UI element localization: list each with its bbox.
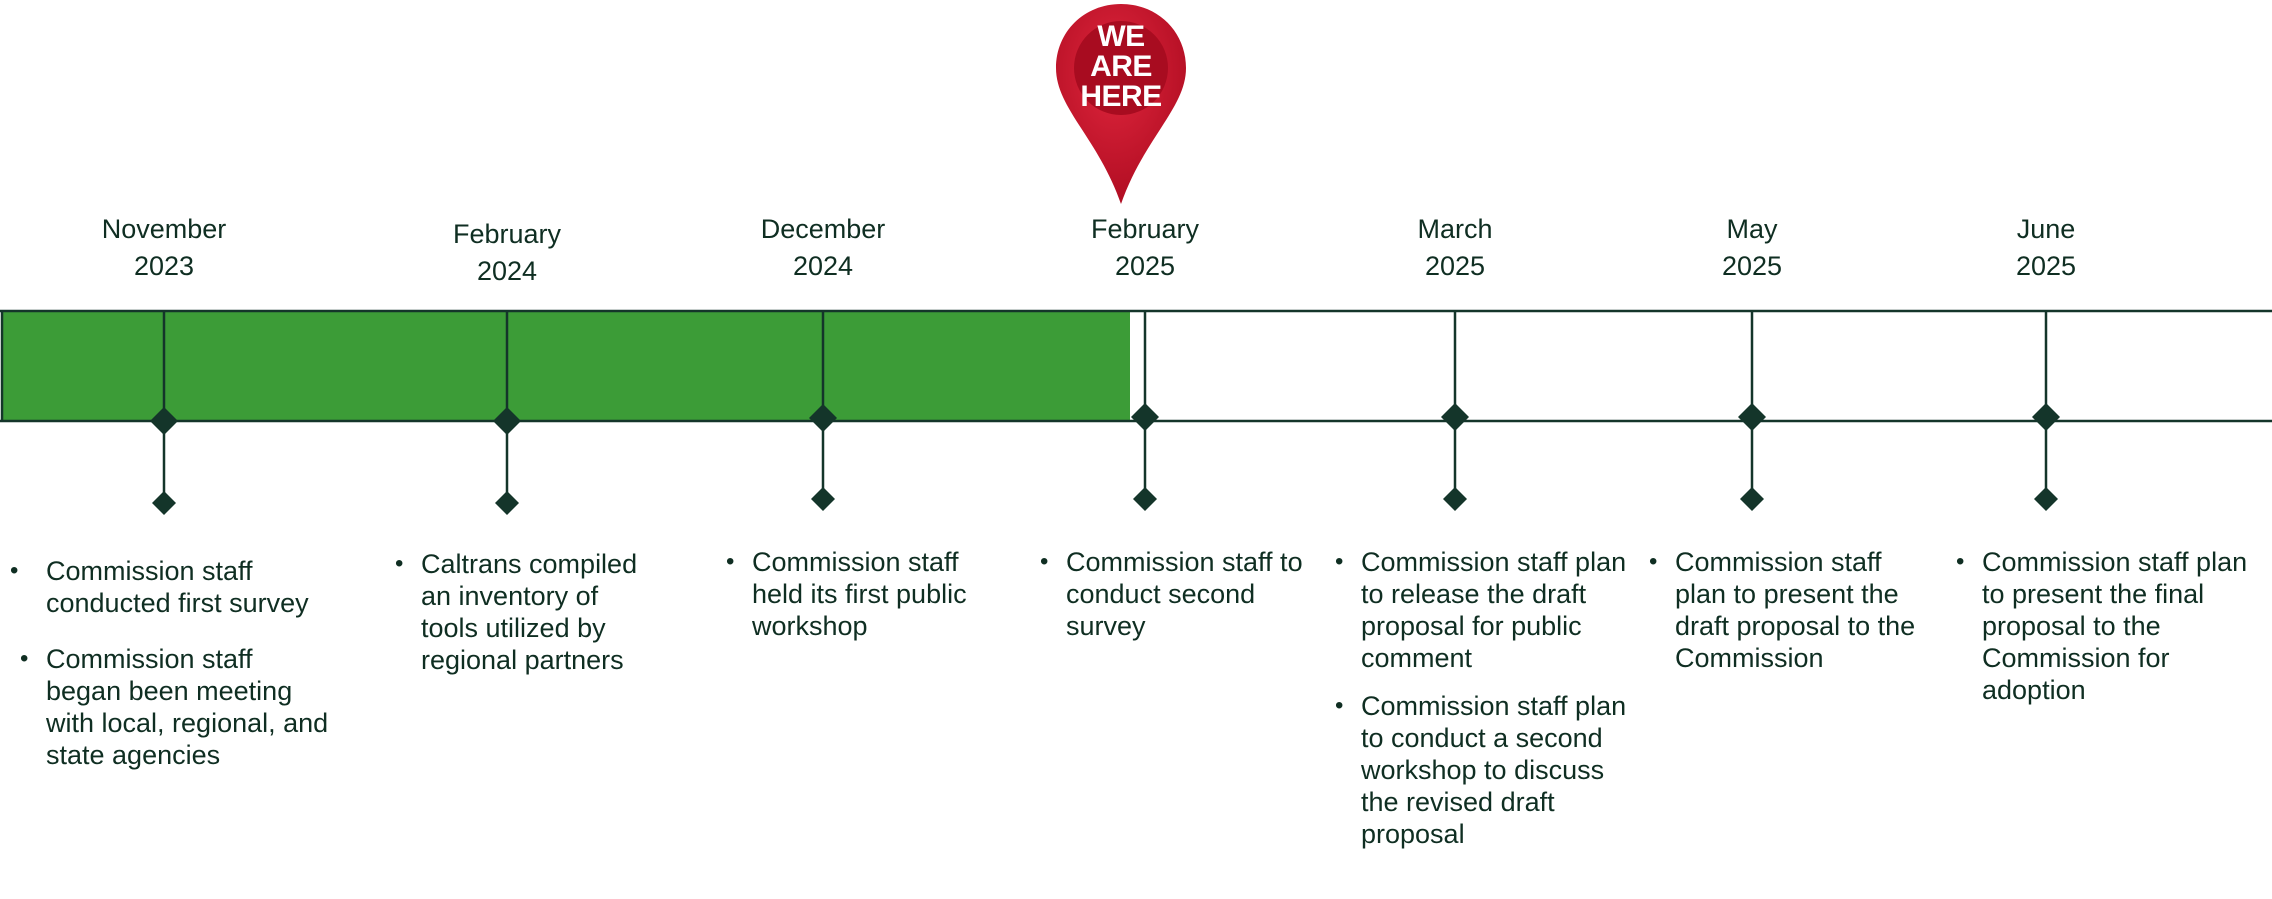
milestone-diamond bbox=[1441, 403, 1469, 431]
milestone-year: 2025 bbox=[1114, 251, 1176, 281]
marker-label-line-3: HERE bbox=[1080, 80, 1162, 113]
marker-label-line-2: ARE bbox=[1090, 50, 1152, 83]
milestone-note: Commission staff plan to present the dra… bbox=[1645, 546, 1925, 674]
milestone-year: 2024 bbox=[476, 256, 538, 286]
milestone-year: 2025 bbox=[2015, 251, 2077, 281]
milestone-date: December 2024 bbox=[703, 211, 943, 285]
marker-label-line-1: WE bbox=[1097, 20, 1145, 53]
milestone-date: March 2025 bbox=[1335, 211, 1575, 285]
milestone-note: Commission staff conducted first survey bbox=[4, 555, 334, 619]
milestone-note: Commission staff to conduct second surve… bbox=[1036, 546, 1306, 642]
milestone-notes: Commission staff plan to present the dra… bbox=[1645, 546, 1925, 690]
milestone-date: May 2025 bbox=[1632, 211, 1872, 285]
milestone-lower-diamond bbox=[1133, 487, 1157, 511]
milestone-month: June bbox=[2016, 214, 2076, 244]
milestone-notes: Commission staff plan to present the fin… bbox=[1952, 546, 2252, 722]
milestone-month: March bbox=[1417, 214, 1493, 244]
milestone-notes: Caltrans compiled an inventory of tools … bbox=[391, 548, 651, 692]
milestone-date: June 2025 bbox=[1926, 211, 2166, 285]
milestone-month: February bbox=[452, 219, 562, 249]
milestone-month: May bbox=[1726, 214, 1778, 244]
milestone-note: Commission staff plan to present the fin… bbox=[1952, 546, 2252, 706]
milestone-lower-diamond bbox=[1443, 487, 1467, 511]
milestone-notes: Commission staff plan to release the dra… bbox=[1331, 546, 1631, 866]
location-pin-icon bbox=[1056, 4, 1186, 204]
milestone-year: 2025 bbox=[1424, 251, 1486, 281]
milestone-date: February 2024 bbox=[387, 216, 627, 290]
milestone-month: November bbox=[101, 214, 227, 244]
milestone-notes: Commission staff to conduct second surve… bbox=[1036, 546, 1306, 658]
milestone-year: 2025 bbox=[1721, 251, 1783, 281]
milestone-month: February bbox=[1090, 214, 1200, 244]
milestone-notes: Commission staff held its first public w… bbox=[722, 546, 1012, 658]
milestone-diamond bbox=[809, 404, 837, 432]
milestone-diamond bbox=[1131, 403, 1159, 431]
milestone-note: Caltrans compiled an inventory of tools … bbox=[391, 548, 651, 676]
milestone-note: Commission staff plan to release the dra… bbox=[1331, 546, 1631, 674]
milestone-note: Commission staff plan to conduct a secon… bbox=[1331, 690, 1631, 850]
milestone-lower-diamond bbox=[152, 491, 176, 515]
milestone-lower-diamond bbox=[811, 487, 835, 511]
milestone-diamond bbox=[1738, 403, 1766, 431]
milestone-date: November 2023 bbox=[44, 211, 284, 285]
milestone-diamond bbox=[493, 407, 521, 435]
milestone-date: February 2025 bbox=[1025, 211, 1265, 285]
milestone-lower-diamond bbox=[2034, 487, 2058, 511]
milestone-lower-diamond bbox=[495, 491, 519, 515]
milestone-year: 2023 bbox=[133, 251, 195, 281]
we-are-here-marker: WE ARE HERE bbox=[1052, 0, 1190, 206]
milestone-diamond bbox=[2032, 403, 2060, 431]
milestone-month: December bbox=[760, 214, 886, 244]
milestone-note: Commission staff began been meeting with… bbox=[16, 643, 334, 771]
milestone-year: 2024 bbox=[792, 251, 854, 281]
timeline-completed-bar bbox=[2, 311, 1130, 421]
milestone-diamond bbox=[150, 407, 178, 435]
milestone-note: Commission staff held its first public w… bbox=[722, 546, 1012, 642]
milestone-lower-diamond bbox=[1740, 487, 1764, 511]
milestone-notes: Commission staff conducted first surveyC… bbox=[4, 555, 334, 787]
